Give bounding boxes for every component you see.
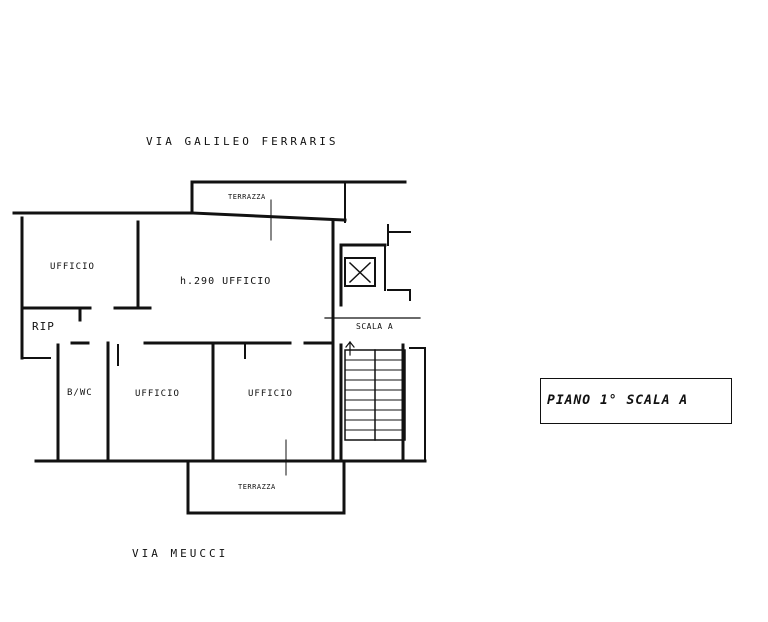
street-north-label: VIA GALILEO FERRARIS [146, 135, 339, 148]
interior-walls [20, 220, 335, 462]
room-ufficio-nw-label: UFFICIO [50, 262, 95, 272]
floor-title-box: PIANO 1° SCALA A [540, 378, 732, 424]
exterior-walls [12, 211, 427, 463]
room-ufficio-main-label: h.290 UFFICIO [180, 276, 272, 287]
terrace-north-label: TERRAZZA [228, 193, 266, 201]
room-ufficio-se-label: UFFICIO [248, 389, 293, 399]
room-wc-label: B/WC [67, 388, 93, 398]
stair-core [324, 224, 426, 462]
stair-treads [344, 359, 406, 431]
room-ufficio-sw-label: UFFICIO [135, 389, 180, 399]
terrace-north [190, 180, 407, 223]
street-south-label: VIA MEUCCI [132, 547, 229, 560]
room-rip-label: RIP [32, 320, 55, 333]
floor-title: PIANO 1° SCALA A [547, 393, 689, 408]
stair-label: SCALA A [356, 322, 394, 331]
terrace-south-label: TERRAZZA [238, 483, 276, 491]
terrace-south [186, 439, 346, 515]
